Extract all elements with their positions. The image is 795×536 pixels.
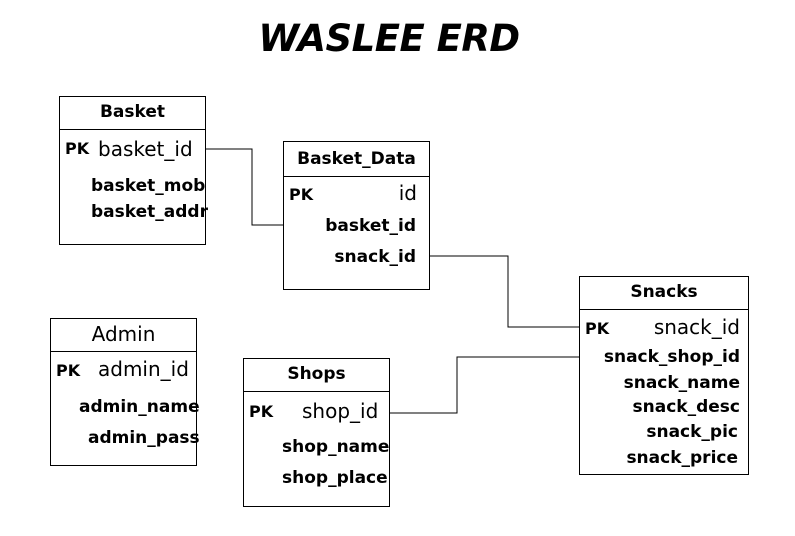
basket-data-pk-label: PK bbox=[289, 185, 314, 204]
entity-snacks-header: Snacks bbox=[580, 277, 748, 310]
link-basket-data-to-snacks bbox=[424, 255, 606, 328]
shops-pk-field: shop_id bbox=[302, 399, 379, 423]
entity-shops-header: Shops bbox=[244, 359, 389, 392]
admin-pk-label: PK bbox=[56, 361, 81, 380]
entity-shops[interactable]: Shops PK shop_id shop_name shop_place bbox=[243, 358, 390, 507]
entity-basket-header: Basket bbox=[60, 97, 205, 130]
basket-pk-label: PK bbox=[65, 139, 90, 158]
snacks-field-pic: snack_pic bbox=[646, 422, 738, 442]
entity-basket-data-header: Basket_Data bbox=[284, 142, 429, 177]
admin-field-pass: admin_pass bbox=[88, 428, 200, 448]
snacks-field-name: snack_name bbox=[623, 373, 740, 393]
basket-data-field-basket-id: basket_id bbox=[325, 216, 416, 236]
snacks-field-shop-id: snack_shop_id bbox=[603, 347, 740, 367]
link-basket-to-basket-data bbox=[199, 148, 310, 226]
snacks-field-price: snack_price bbox=[626, 448, 738, 468]
shops-field-place: shop_place bbox=[282, 468, 388, 488]
diagram-title: WASLEE ERD bbox=[258, 17, 520, 60]
entity-basket-data[interactable]: Basket_Data PK id basket_id snack_id bbox=[283, 141, 430, 290]
basket-data-pk-field: id bbox=[398, 181, 417, 205]
snacks-pk-label: PK bbox=[585, 319, 610, 338]
snacks-field-desc: snack_desc bbox=[632, 397, 740, 417]
shops-field-name: shop_name bbox=[282, 437, 390, 457]
basket-pk-field: basket_id bbox=[98, 137, 193, 161]
entity-admin[interactable]: Admin PK admin_id admin_name admin_pass bbox=[50, 318, 200, 466]
admin-pk-field: admin_id bbox=[98, 357, 189, 381]
snacks-pk-field: snack_id bbox=[653, 315, 740, 339]
admin-field-name: admin_name bbox=[79, 397, 200, 417]
entity-snacks[interactable]: Snacks PK snack_id snack_shop_id snack_n… bbox=[579, 276, 749, 475]
basket-field-mob: basket_mob bbox=[91, 176, 206, 196]
entity-admin-header: Admin bbox=[51, 319, 196, 352]
entity-basket[interactable]: Basket PK basket_id basket_mob basket_ad… bbox=[59, 96, 208, 245]
shops-pk-label: PK bbox=[249, 402, 274, 421]
link-shops-to-snacks bbox=[382, 356, 606, 414]
basket-field-addr: basket_addr bbox=[91, 202, 208, 222]
basket-data-field-snack-id: snack_id bbox=[334, 247, 416, 267]
